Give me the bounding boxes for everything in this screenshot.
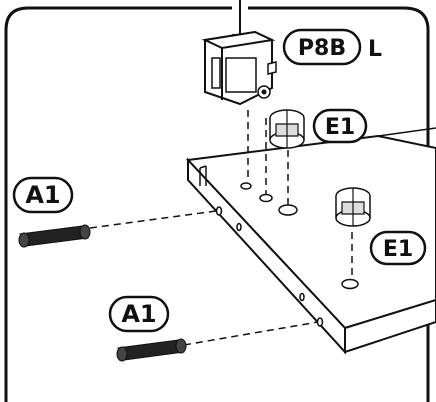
label-a1-bottom: A1: [108, 295, 170, 333]
label-a1-bottom-text: A1: [121, 300, 156, 328]
cam-lock-e1-top: [269, 109, 305, 149]
label-p8b-text: P8B: [298, 36, 346, 61]
label-p8b: P8B: [282, 28, 362, 66]
panel-board: [185, 127, 436, 355]
dowel-a1-left: [18, 224, 91, 248]
label-a1-left: A1: [12, 176, 74, 214]
label-e1-top-text: E1: [325, 115, 355, 140]
cam-lock-e1-right: [335, 187, 371, 227]
label-e1-top: E1: [312, 108, 368, 144]
label-e1-right-text: E1: [383, 237, 413, 262]
guide-lines: [89, 110, 353, 346]
label-l-text: L: [368, 37, 382, 62]
connector-part-p8b: [201, 30, 277, 106]
label-e1-right: E1: [369, 230, 427, 266]
frame-border: [4, 6, 430, 402]
dowel-a1-bottom: [116, 338, 187, 362]
label-a1-left-text: A1: [25, 181, 60, 209]
